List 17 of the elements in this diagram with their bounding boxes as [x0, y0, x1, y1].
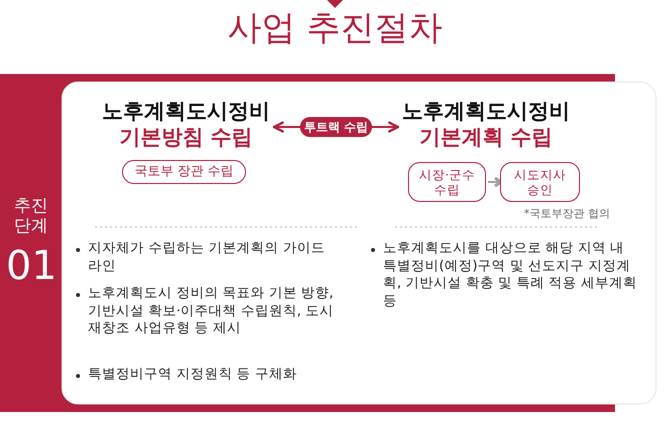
title: 사업 추진절차 — [226, 8, 444, 49]
heading-text: 노후계획도시정비 — [401, 98, 571, 124]
subheading-text: 기본방침 수립 — [118, 124, 254, 150]
step-pill: 국토부 장관 수립 — [122, 160, 246, 184]
step-pill: 시장·군수 수립 — [408, 162, 486, 202]
subheading-text: 기본계획 수립 — [418, 124, 554, 150]
footnote: *국토부장관 협의 — [523, 206, 610, 221]
edge-label: 투트랙 수립 — [300, 117, 372, 137]
step-number: 01 — [6, 244, 56, 288]
bullet-text: 지자체가 수립하는 기본계획의 가이드라인 — [88, 240, 326, 276]
bullet-text: 노후계획도시 정비의 목표와 기본 방향, 기반시설 확보·이주대책 수립원칙, 도시 재창조 사업유형 등 제시 — [88, 285, 334, 338]
bullet-text: 노후계획도시를 대상으로 해당 지역 내 특별정비(예정)구역 및 선도지구 지정계획, 기반시설 확충 및 특례 적용 세부계획 등 — [383, 240, 638, 310]
chevron-arrow — [488, 176, 502, 188]
step-label: 추진 단계 — [13, 196, 49, 237]
heading-text: 노후계획도시정비 — [101, 98, 271, 124]
step-pill: 시도지사 승인 — [500, 162, 580, 202]
bullet-text: 특별정비구역 지정원칙 등 구체화 — [88, 366, 298, 384]
